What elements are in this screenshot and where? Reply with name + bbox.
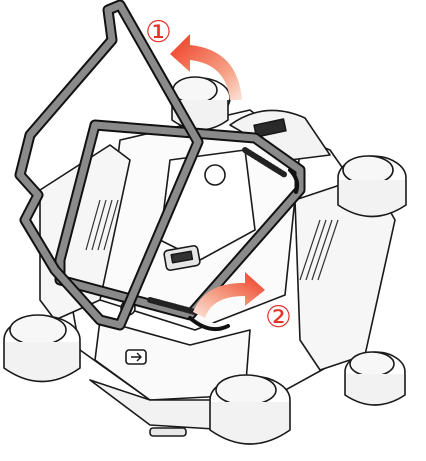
motor-pod-front-right [210,375,290,444]
step-2-label: ② [265,300,292,335]
front-light [150,428,186,436]
motor-pod-front-left [4,315,80,382]
motor-pod-rear-right [338,156,406,217]
motor-pod-side-right [345,352,405,405]
step-1-label: ① [145,15,172,50]
plate-hole [205,165,225,185]
